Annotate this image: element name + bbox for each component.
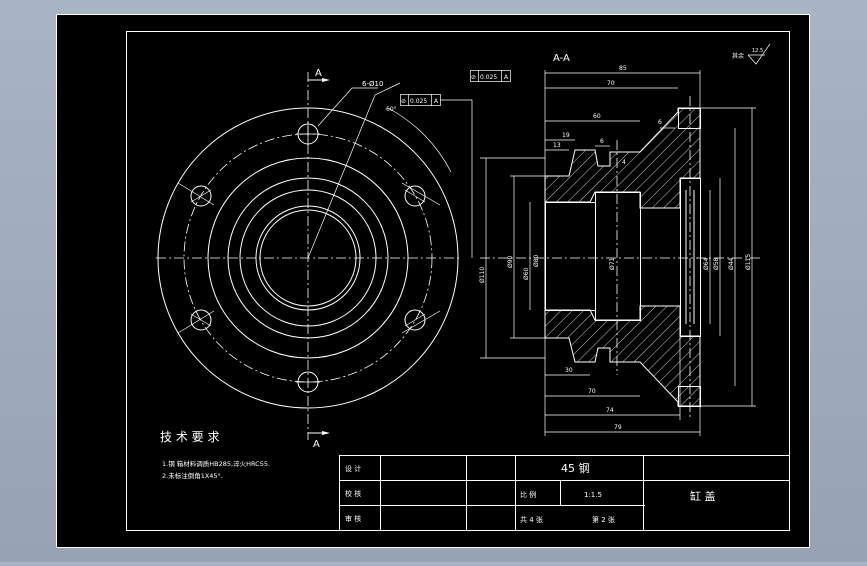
section-label: A-A — [553, 53, 570, 64]
bore-inner-circle — [259, 209, 357, 307]
outer-frame — [56, 14, 810, 548]
total-sheets: 共 4 张 — [520, 515, 543, 524]
design-label: 设 计 — [345, 464, 361, 473]
svg-text:30: 30 — [565, 367, 573, 374]
tech-req-line: 2.未标注倒角1X45°. — [162, 471, 223, 480]
check-label: 校 核 — [345, 489, 361, 498]
part-name: 缸 盖 — [690, 489, 716, 503]
svg-text:Ø44: Ø44 — [728, 257, 735, 270]
tech-req-line: 1.钢 箱材料调质HB285,淬火HRC55. — [162, 459, 270, 468]
svg-text:A: A — [434, 98, 439, 105]
svg-text:⊘: ⊘ — [401, 98, 406, 105]
sheet-background — [56, 14, 810, 548]
hub-circle-1 — [207, 157, 409, 359]
callout-leader — [307, 82, 401, 259]
front-view: 6-Ø10 60° A A — [156, 68, 462, 450]
svg-text:Ø115: Ø115 — [745, 254, 752, 270]
svg-text:85: 85 — [619, 65, 627, 72]
svg-text:70: 70 — [607, 80, 615, 87]
angle-arc — [387, 107, 452, 173]
bore-outer-circle — [255, 205, 361, 311]
svg-text:Ø71: Ø71 — [609, 257, 616, 270]
svg-text:Ø90: Ø90 — [507, 255, 514, 268]
outer-flange-circle — [157, 107, 459, 409]
svg-text:Ø110: Ø110 — [479, 267, 486, 283]
bolt-hole — [190, 309, 212, 331]
svg-text:60: 60 — [593, 113, 601, 120]
svg-text:79: 79 — [614, 424, 622, 431]
svg-text:Ø58: Ø58 — [713, 257, 720, 270]
svg-text:70: 70 — [588, 388, 596, 395]
angle-label: 60° — [386, 106, 397, 113]
bolt-holes — [177, 122, 441, 393]
svg-text:13: 13 — [553, 142, 561, 149]
tolerance-frame-right: ⊘ 0.025 A — [470, 70, 511, 82]
review-label: 审 核 — [345, 514, 361, 523]
hub-circle-3 — [239, 189, 377, 327]
svg-text:74: 74 — [606, 407, 614, 414]
material-label: 45 钢 — [561, 462, 590, 475]
svg-text:6: 6 — [600, 138, 604, 145]
tech-req-title: 技 术 要 求 — [160, 430, 219, 444]
svg-text:4: 4 — [622, 159, 626, 166]
bolt-hole — [190, 185, 212, 207]
svg-text:0.025: 0.025 — [480, 74, 497, 81]
scale-value: 1:1.5 — [584, 491, 602, 499]
svg-text:其余: 其余 — [732, 52, 744, 60]
section-marker-bottom: A — [313, 439, 320, 450]
svg-text:19: 19 — [562, 132, 570, 139]
hub-circle-2 — [227, 177, 389, 339]
svg-text:A: A — [504, 74, 509, 81]
svg-text:6: 6 — [658, 119, 662, 126]
svg-text:Ø64: Ø64 — [703, 257, 710, 270]
svg-text:12.5: 12.5 — [752, 48, 763, 54]
svg-text:Ø80: Ø80 — [533, 254, 540, 267]
section-marker-top: A — [315, 68, 322, 79]
svg-text:0.025: 0.025 — [410, 98, 427, 105]
svg-text:⊘: ⊘ — [471, 74, 476, 81]
title-block: 设 计 校 核 审 核 45 钢 比 例 1:1.5 缸 盖 共 4 张 第 2… — [339, 455, 790, 531]
holes-callout: 6-Ø10 — [362, 80, 383, 88]
scale-label: 比 例 — [520, 490, 536, 499]
sheet-number: 第 2 张 — [592, 515, 615, 524]
technical-requirements: 技 术 要 求 1.钢 箱材料调质HB285,淬火HRC55. 2.未标注倒角1… — [160, 430, 270, 480]
svg-text:Ø60: Ø60 — [523, 267, 530, 280]
surface-finish: 其余 12.5 — [732, 43, 771, 65]
section-view: A-A ⊘ 0.025 A ⊘ 0.025 A 其余 12.5 — [400, 43, 771, 436]
